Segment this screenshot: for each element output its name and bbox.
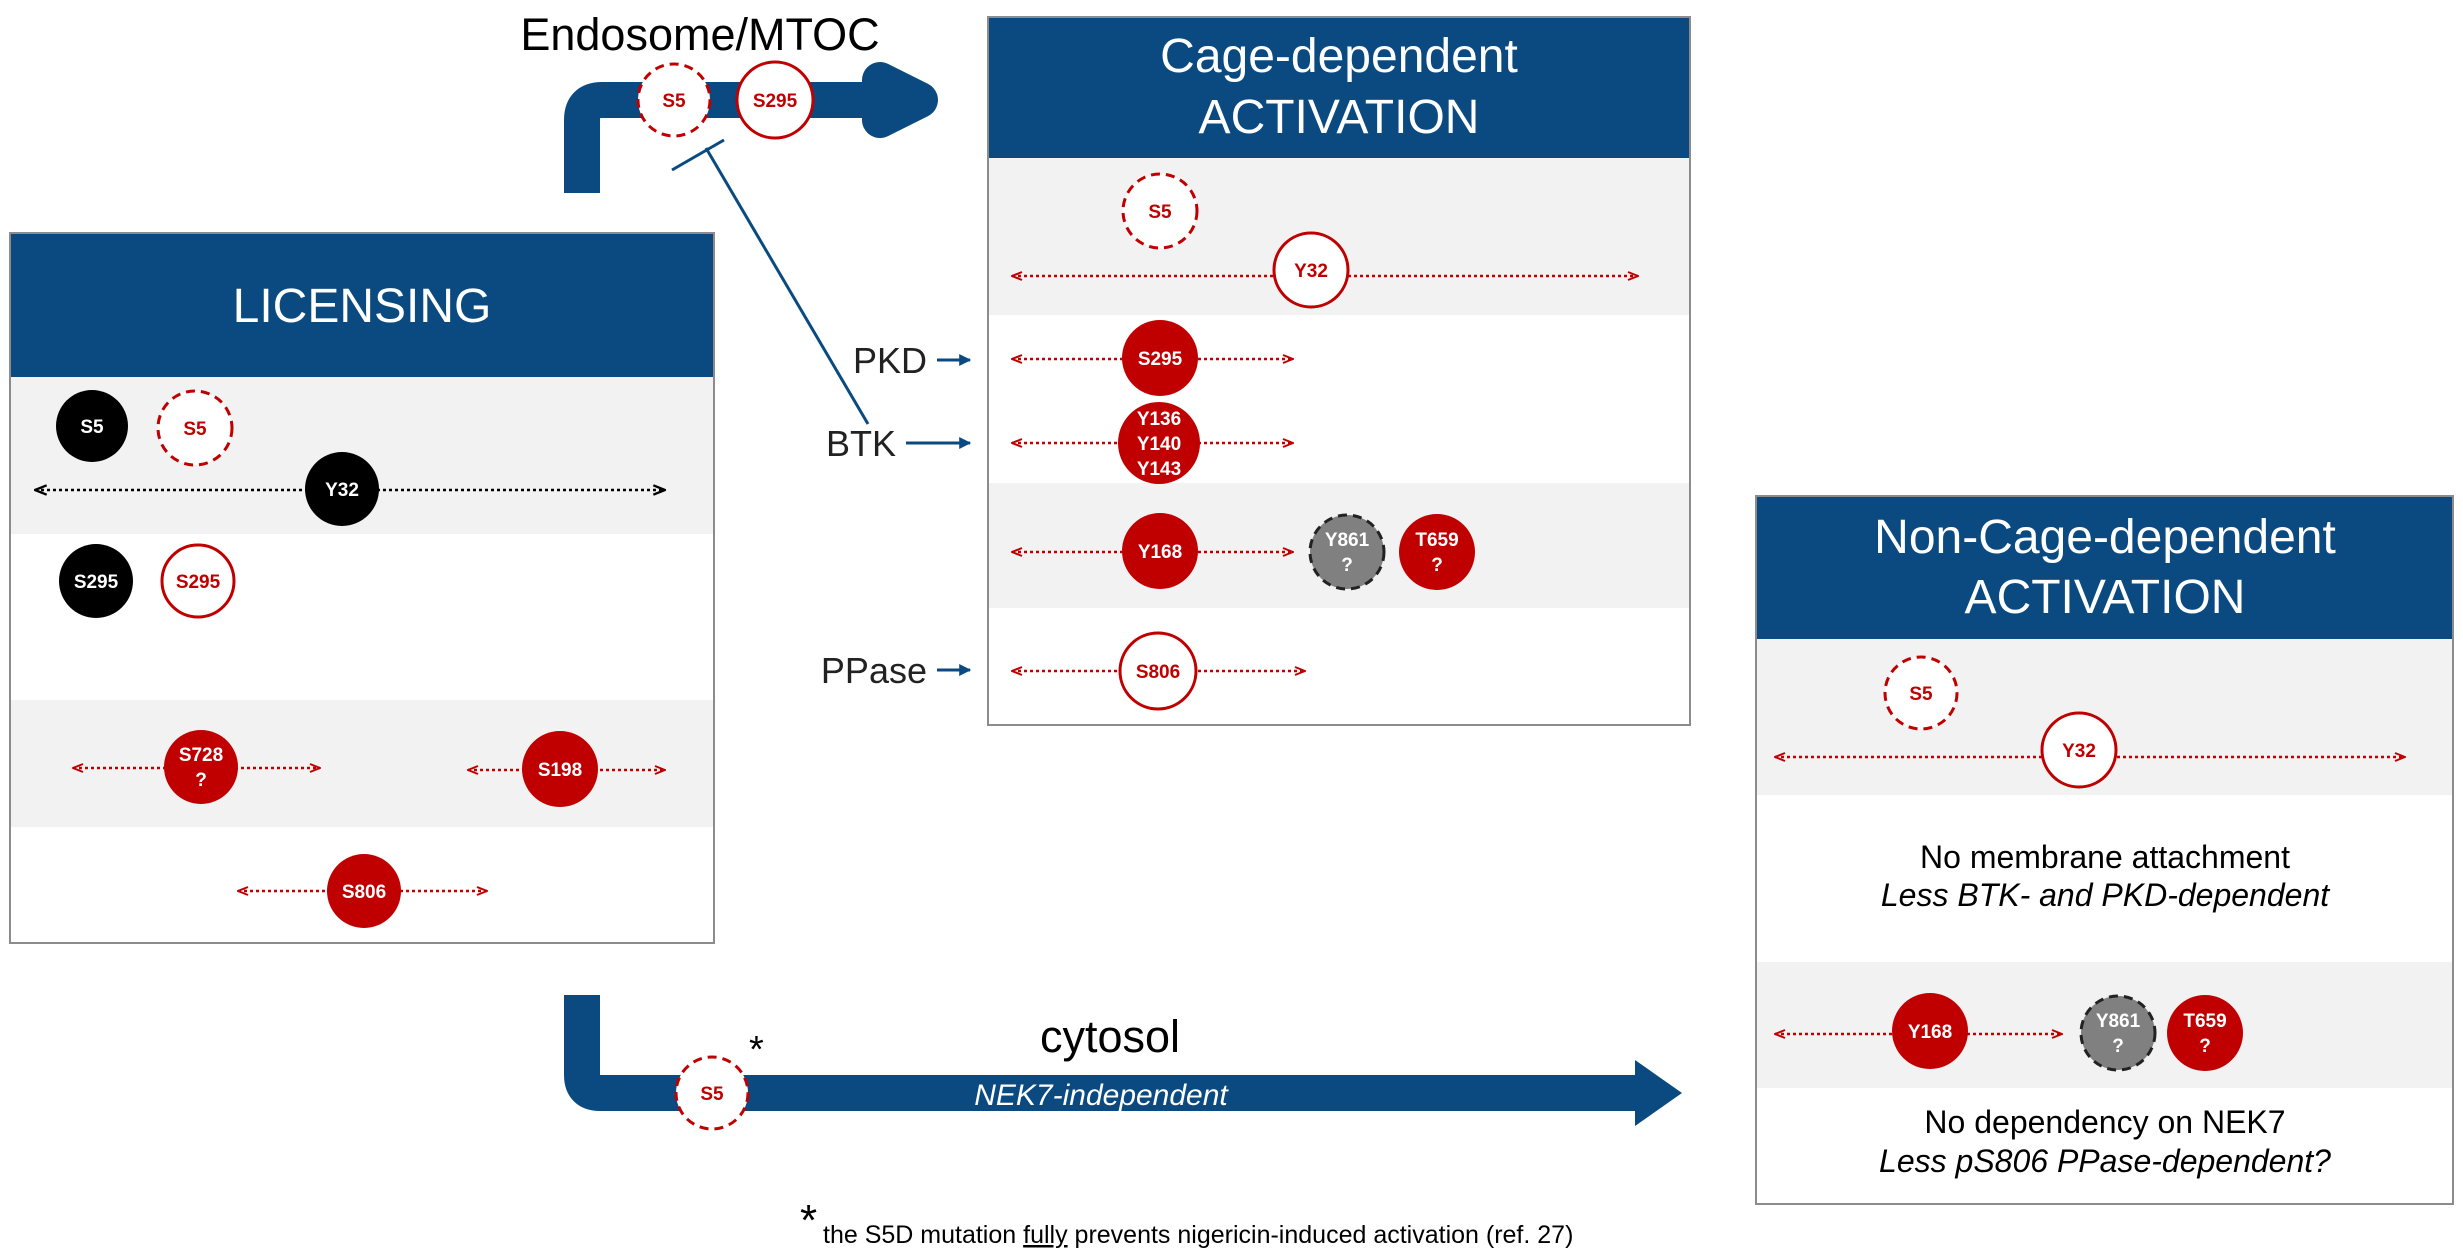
svg-text:S5: S5 bbox=[183, 419, 207, 440]
svg-text:S295: S295 bbox=[176, 572, 221, 593]
licensing-y32-node: Y32 bbox=[305, 452, 379, 526]
svg-text:Y168: Y168 bbox=[1908, 1022, 1952, 1043]
svg-text:T659: T659 bbox=[2183, 1011, 2226, 1032]
svg-text:S5: S5 bbox=[1148, 202, 1172, 223]
cage-y861-node: Y861 ? bbox=[1308, 513, 1386, 591]
footnote-underlined: fully bbox=[1023, 1221, 1068, 1249]
svg-text:Y136: Y136 bbox=[1137, 409, 1181, 430]
noncage-s5-node: S5 bbox=[1883, 655, 1959, 731]
noncage-note2-line2: Less pS806 PPase-dependent? bbox=[1879, 1143, 2331, 1179]
cage-s5-node: S5 bbox=[1121, 172, 1199, 250]
noncage-title-line1: Non-Cage-dependent bbox=[1874, 511, 2336, 564]
noncage-t659-node: T659 ? bbox=[2167, 995, 2243, 1071]
svg-text:?: ? bbox=[195, 770, 207, 791]
svg-text:T659: T659 bbox=[1415, 530, 1458, 551]
cytosol-s5-node: S5 bbox=[674, 1055, 750, 1131]
cage-y168-node: Y168 bbox=[1122, 513, 1198, 589]
svg-text:Y140: Y140 bbox=[1137, 434, 1181, 455]
licensing-s5-open-node: S5 bbox=[156, 389, 234, 467]
noncage-note1-line2: Less BTK- and PKD-dependent bbox=[1881, 877, 2330, 913]
licensing-panel: LICENSING S5 S5 Y32 S295 S295 S728 bbox=[9, 232, 715, 944]
svg-text:S806: S806 bbox=[342, 882, 386, 903]
noncage-note2-line1: No dependency on NEK7 bbox=[1924, 1104, 2285, 1140]
licensing-s728-node: S728 ? bbox=[164, 730, 238, 804]
svg-text:?: ? bbox=[1341, 555, 1353, 576]
cage-panel: Cage-dependent ACTIVATION S5 Y32 S295 Y1… bbox=[987, 16, 1691, 726]
licensing-s295-open-node: S295 bbox=[160, 543, 236, 619]
svg-text:S5: S5 bbox=[700, 1084, 724, 1105]
svg-text:?: ? bbox=[2112, 1036, 2124, 1057]
svg-text:Y861: Y861 bbox=[1325, 530, 1370, 551]
svg-text:S5: S5 bbox=[662, 91, 686, 112]
licensing-s295-black-node: S295 bbox=[59, 544, 133, 618]
cage-s806-node: S806 bbox=[1118, 631, 1198, 711]
endosome-s5-node: S5 bbox=[636, 62, 712, 138]
cytosol-pathway-arrow bbox=[564, 995, 1635, 1111]
pkd-label: PKD bbox=[853, 340, 927, 381]
cage-t659-node: T659 ? bbox=[1399, 514, 1475, 590]
noncage-title-line2: ACTIVATION bbox=[1965, 571, 2246, 624]
footnote-text: the S5D mutation fully prevents nigerici… bbox=[823, 1221, 1573, 1249]
inhibition-bar bbox=[671, 138, 725, 172]
noncage-y32-node: Y32 bbox=[2040, 711, 2118, 789]
svg-text:Y861: Y861 bbox=[2096, 1011, 2141, 1032]
cage-y32-node: Y32 bbox=[1272, 231, 1350, 309]
footnote-before: the S5D mutation bbox=[823, 1221, 1023, 1249]
svg-text:S295: S295 bbox=[753, 91, 798, 112]
btk-label: BTK bbox=[826, 423, 896, 464]
svg-text:Y168: Y168 bbox=[1138, 542, 1182, 563]
svg-text:Y143: Y143 bbox=[1137, 459, 1181, 480]
licensing-s5-black-node: S5 bbox=[56, 390, 128, 462]
ppase-label: PPase bbox=[821, 650, 927, 691]
svg-text:S295: S295 bbox=[1138, 349, 1183, 370]
endosome-arrowhead bbox=[875, 65, 923, 135]
footnote-asterisk: * bbox=[800, 1196, 817, 1245]
footnote-after: prevents nigericin-induced activation (r… bbox=[1068, 1221, 1574, 1249]
svg-text:?: ? bbox=[1431, 555, 1443, 576]
cage-y136-y140-y143-node: Y136 Y140 Y143 bbox=[1118, 402, 1200, 484]
svg-text:S806: S806 bbox=[1136, 662, 1180, 683]
cytosol-sublabel: NEK7-independent bbox=[974, 1079, 1229, 1112]
cytosol-arrowhead bbox=[1635, 1060, 1682, 1126]
svg-text:S5: S5 bbox=[80, 417, 104, 438]
cytosol-asterisk: * bbox=[749, 1029, 764, 1071]
noncage-y861-node: Y861 ? bbox=[2079, 994, 2157, 1072]
endosome-s295-node: S295 bbox=[735, 60, 815, 140]
cage-s295-node: S295 bbox=[1122, 320, 1198, 396]
svg-text:S728: S728 bbox=[179, 745, 223, 766]
noncage-note1-line1: No membrane attachment bbox=[1920, 839, 2290, 875]
cage-title-line2: ACTIVATION bbox=[1199, 91, 1480, 144]
svg-text:Y32: Y32 bbox=[2062, 741, 2096, 762]
svg-text:Y32: Y32 bbox=[325, 480, 359, 501]
btk-inhibition-line bbox=[704, 147, 870, 425]
svg-text:Y32: Y32 bbox=[1294, 261, 1328, 282]
endosome-label: Endosome/MTOC bbox=[520, 9, 879, 60]
svg-text:S198: S198 bbox=[538, 760, 582, 781]
licensing-s198-node: S198 bbox=[522, 731, 598, 807]
svg-text:S5: S5 bbox=[1909, 684, 1933, 705]
noncage-panel: Non-Cage-dependent ACTIVATION S5 Y32 No … bbox=[1755, 495, 2454, 1205]
licensing-title: LICENSING bbox=[233, 280, 492, 333]
cytosol-label: cytosol bbox=[1040, 1011, 1180, 1062]
svg-text:?: ? bbox=[2199, 1036, 2211, 1057]
svg-text:S295: S295 bbox=[74, 572, 119, 593]
licensing-s806-node: S806 bbox=[327, 854, 401, 928]
noncage-y168-node: Y168 bbox=[1892, 993, 1968, 1069]
cage-title-line1: Cage-dependent bbox=[1160, 30, 1518, 83]
